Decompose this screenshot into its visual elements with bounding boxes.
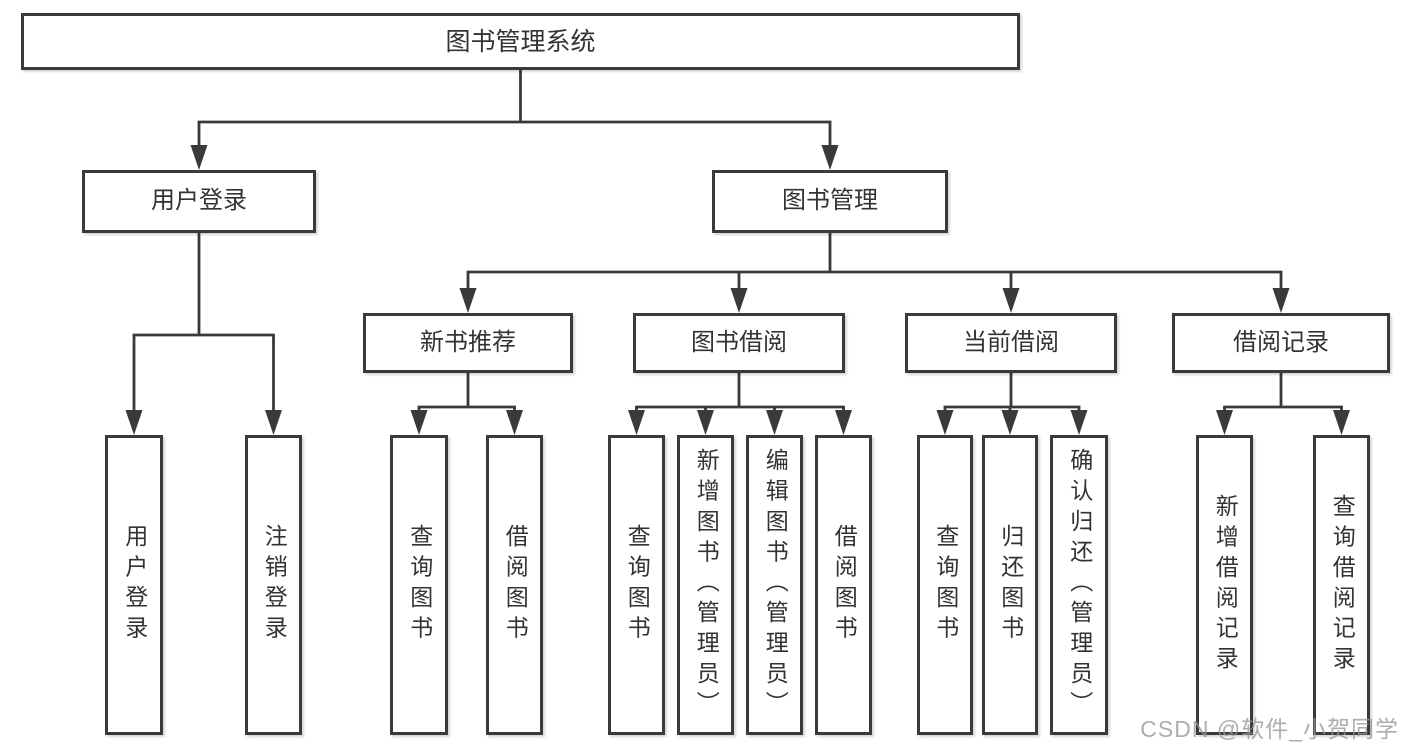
node-user-login: 用户登录 [82,170,316,233]
arrowhead-icon [821,145,839,170]
node-label: 图书管理 [782,187,878,215]
arrowhead-icon [766,410,783,435]
node-borrow-records: 借阅记录 [1172,313,1390,373]
node-leaf-logout: 注销登录 [245,435,302,735]
node-label: 图书借阅 [691,328,787,356]
node-leaf-borrow-book-2: 借阅图书 [815,435,872,735]
node-label: 借阅记录 [1233,328,1329,356]
arrowhead-icon [125,410,143,435]
node-leaf-query-book-2: 查询图书 [608,435,665,735]
node-label: 查询图书 [406,524,433,646]
node-label: 借阅图书 [502,524,529,646]
node-label: 新增借阅记录 [1212,493,1239,677]
csdn-watermark: CSDN @软件_小贺同学 [1140,716,1399,742]
node-current-borrow: 当前借阅 [905,313,1117,373]
node-label: 归还图书 [997,524,1024,646]
arrowhead-icon [1216,410,1233,435]
node-label: 查询借阅记录 [1329,493,1356,677]
arrowhead-icon [628,410,645,435]
node-label: 新增图书（管理员） [693,448,720,722]
arrowhead-icon [459,288,477,313]
node-leaf-user-login: 用户登录 [105,435,163,735]
node-label: 编辑图书（管理员） [762,448,789,722]
node-label: 查询图书 [932,524,959,646]
node-leaf-query-book-1: 查询图书 [390,435,448,735]
node-leaf-query-record: 查询借阅记录 [1313,435,1370,735]
node-label: 注销登录 [261,524,288,646]
node-label: 当前借阅 [963,328,1059,356]
node-new-book-rec: 新书推荐 [363,313,573,373]
node-leaf-edit-book: 编辑图书（管理员） [746,435,803,735]
node-book-mgmt: 图书管理 [712,170,948,233]
node-label: 用户登录 [121,524,148,646]
node-leaf-return-book: 归还图书 [982,435,1038,735]
node-label: 查询图书 [624,524,651,646]
node-leaf-add-record: 新增借阅记录 [1196,435,1253,735]
arrowhead-icon [1272,288,1290,313]
arrowhead-icon [1001,410,1019,435]
arrowhead-icon [1333,410,1350,435]
node-label: 图书管理系统 [445,27,596,56]
arrowhead-icon [1002,288,1020,313]
arrowhead-icon [265,410,282,435]
arrowhead-icon [1070,410,1088,435]
arrowhead-icon [835,410,852,435]
node-leaf-confirm-return: 确认归还（管理员） [1050,435,1108,735]
node-leaf-add-book: 新增图书（管理员） [677,435,734,735]
node-book-borrow: 图书借阅 [633,313,845,373]
arrowhead-icon [506,410,523,435]
arrowhead-icon [697,410,714,435]
arrowhead-icon [936,410,954,435]
arrowhead-icon [410,410,428,435]
node-root: 图书管理系统 [21,13,1020,70]
node-leaf-borrow-book-1: 借阅图书 [486,435,543,735]
node-label: 新书推荐 [420,328,516,356]
node-label: 确认归还（管理员） [1066,448,1093,722]
node-label: 用户登录 [151,187,247,215]
node-label: 借阅图书 [831,524,858,646]
arrowhead-icon [190,145,208,170]
node-leaf-query-book-3: 查询图书 [917,435,973,735]
arrowhead-icon [730,288,748,313]
